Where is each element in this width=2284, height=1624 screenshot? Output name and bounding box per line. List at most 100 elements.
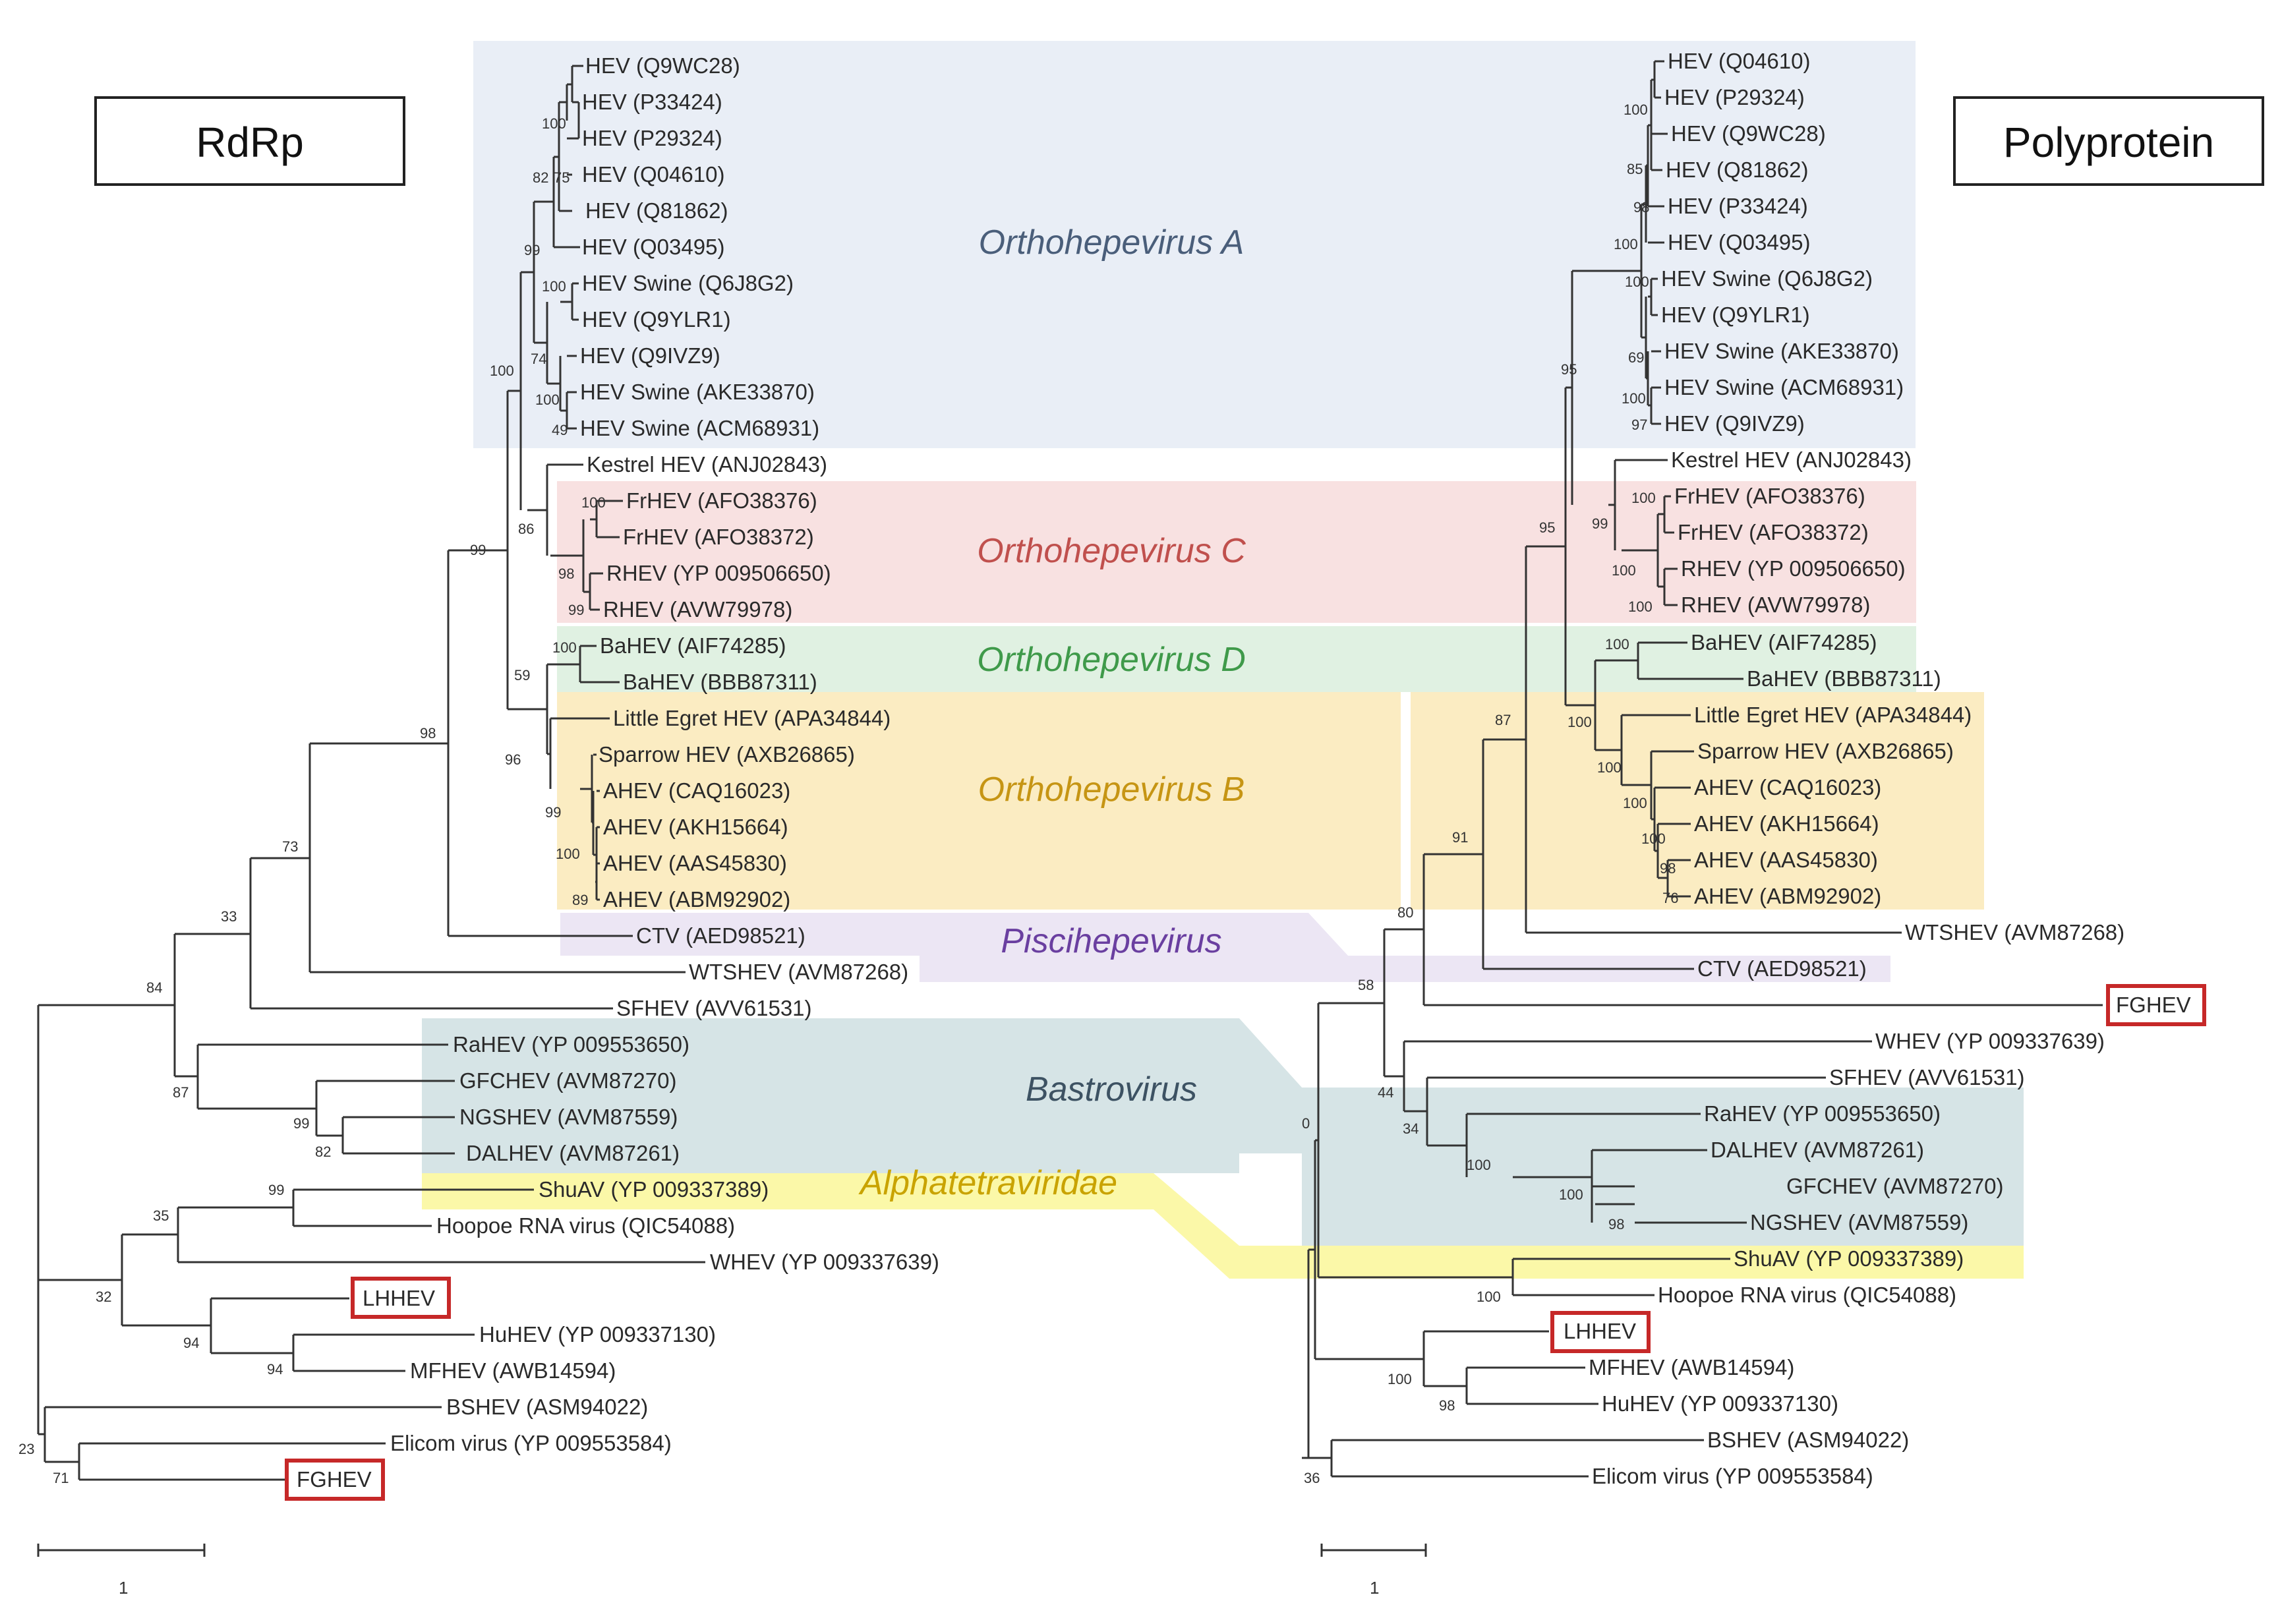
left-title-box	[94, 96, 405, 186]
bootstrap-value: 100	[535, 392, 560, 408]
branch	[177, 1188, 705, 1263]
bootstrap-value: 84	[146, 979, 162, 996]
bootstrap-value: 100	[1467, 1157, 1491, 1173]
leaf-label: WTSHEV (AVM87268)	[1905, 920, 2124, 944]
bootstrap-value: 80	[1397, 904, 1413, 921]
bootstrap-value: 89	[572, 892, 588, 908]
leaf-label: Kestrel HEV (ANJ02843)	[1671, 448, 1912, 472]
bootstrap-value: 100	[1614, 236, 1638, 252]
scale-bar-label: 1	[1370, 1578, 1379, 1598]
leaf-label: FrHEV (AFO38372)	[623, 525, 814, 549]
bootstrap-value: 98	[420, 725, 436, 741]
bootstrap-value: 73	[282, 838, 298, 855]
highlight-box-lhhev-right	[1550, 1311, 1651, 1353]
leaf-label-highlighted: FGHEV	[297, 1467, 372, 1492]
leaf-label: WHEV (YP 009337639)	[1875, 1029, 2105, 1053]
branch	[1566, 271, 1678, 606]
branch	[501, 391, 620, 901]
leaf-label: RHEV (YP 009506650)	[606, 561, 831, 585]
leaf-label: HEV (Q03495)	[1668, 230, 1810, 254]
bootstrap-value: 34	[1403, 1120, 1419, 1137]
leaf-label: BaHEV (AIF74285)	[1691, 630, 1877, 654]
leaf-label-highlighted: LHHEV	[1564, 1319, 1636, 1343]
scale-bar-label: 1	[119, 1578, 128, 1598]
leaf-label: HEV (P33424)	[1668, 194, 1808, 218]
clade-label-orthohepevirus-c: Orthohepevirus C	[977, 532, 1246, 570]
bootstrap-value: 0	[1302, 1115, 1310, 1132]
clade-label-orthohepevirus-a: Orthohepevirus A	[979, 223, 1244, 262]
leaf-label: FrHEV (AFO38372)	[1678, 520, 1869, 544]
leaf-label: RaHEV (YP 009553650)	[1704, 1101, 1941, 1126]
leaf-label: GFCHEV (AVM87270)	[1786, 1174, 2003, 1198]
band-piscihepevirus	[560, 913, 1890, 982]
leaf-label: HEV Swine (Q6J8G2)	[582, 271, 794, 295]
bootstrap-value: 76	[1662, 890, 1678, 906]
right-title-text: Polyprotein	[2003, 119, 2214, 166]
bootstrap-value: 100	[542, 278, 566, 295]
bootstrap-value: 36	[1304, 1470, 1320, 1486]
leaf-label: Hoopoe RNA virus (QIC54088)	[1658, 1283, 1956, 1307]
bootstrap-value: 82	[315, 1144, 331, 1160]
bootstrap-value: 99	[268, 1182, 284, 1198]
bootstrap-value: 95	[1561, 361, 1577, 378]
bootstrap-value: 99	[545, 804, 561, 821]
leaf-label: NGSHEV (AVM87559)	[1750, 1210, 1968, 1234]
band-alphatetraviridae	[422, 1173, 2024, 1279]
leaf-label: SFHEV (AVV61531)	[1829, 1065, 2025, 1089]
bootstrap-value: 23	[18, 1441, 34, 1457]
bootstrap-value: 100	[1623, 795, 1647, 811]
bootstrap-value: 100	[1622, 390, 1646, 407]
branch	[1308, 1140, 1598, 1405]
bootstrap-value: 100	[1597, 759, 1622, 776]
leaf-label: AHEV (CAQ16023)	[1694, 775, 1881, 799]
leaf-label: Elicom virus (YP 009553584)	[1592, 1464, 1873, 1488]
leaf-label: ShuAV (YP 009337389)	[539, 1177, 769, 1202]
scale-bar-line	[1320, 1544, 1427, 1557]
bootstrap-value: 99	[568, 602, 584, 618]
leaf-label: HEV (P29324)	[1664, 85, 1805, 109]
leaf-label: CTV (AED98521)	[1697, 956, 1867, 981]
clade-labels: Orthohepevirus A Orthohepevirus C Orthoh…	[858, 223, 1246, 1202]
bootstrap-value: 100	[1641, 830, 1666, 847]
leaf-label: HEV Swine (AKE33870)	[580, 380, 815, 404]
branch	[1384, 546, 2103, 1006]
right-tree-bootstrap: 100 85 98 100 100 69 100 97 95 99 100 10…	[1302, 102, 1678, 1486]
leaf-label: HEV Swine (ACM68931)	[580, 416, 819, 440]
highlight-box-lhhev-left	[351, 1277, 451, 1319]
leaf-label: BaHEV (BBB87311)	[1747, 666, 1941, 691]
leaf-label: HEV Swine (ACM68931)	[1664, 375, 1904, 399]
leaf-label: ShuAV (YP 009337389)	[1734, 1246, 1964, 1271]
leaf-label: NGSHEV (AVM87559)	[459, 1105, 678, 1129]
leaf-label: HEV (Q81862)	[1666, 158, 1808, 182]
clade-label-alphatetraviridae: Alphatetraviridae	[858, 1164, 1117, 1202]
right-title-box	[1953, 96, 2264, 186]
bootstrap-value: 44	[1378, 1084, 1393, 1101]
leaf-label: HuHEV (YP 009337130)	[1602, 1391, 1838, 1416]
leaf-label: FrHEV (AFO38376)	[1674, 484, 1865, 508]
leaf-label: RaHEV (YP 009553650)	[453, 1032, 689, 1057]
branch	[1572, 60, 1668, 425]
bootstrap-value: 94	[183, 1335, 199, 1351]
bootstrap-value: 82	[533, 169, 548, 186]
band-orthohepevirus-d	[557, 626, 1916, 692]
leaf-label: HEV Swine (Q6J8G2)	[1661, 266, 1873, 291]
bootstrap-value: 59	[514, 667, 530, 683]
leaf-label: DALHEV (AVM87261)	[1711, 1138, 1924, 1162]
right-tree-branches	[1302, 60, 2103, 1478]
bootstrap-value: 97	[1631, 417, 1647, 433]
bootstrap-value: 100	[1624, 102, 1648, 118]
bootstrap-value: 100	[1628, 598, 1653, 615]
clade-label-orthohepevirus-d: Orthohepevirus D	[977, 641, 1246, 679]
bootstrap-value: 98	[1633, 199, 1649, 216]
bootstrap-value: 100	[1567, 714, 1592, 730]
bootstrap-value: 71	[53, 1470, 69, 1486]
branch	[173, 933, 455, 1155]
leaf-label: HEV (P33424)	[582, 90, 722, 114]
leaf-label: AHEV (AKH15664)	[1694, 811, 1879, 836]
leaf-label: Elicom virus (YP 009553584)	[390, 1431, 672, 1455]
clade-bands	[422, 41, 2024, 1279]
leaf-label: WHEV (YP 009337639)	[710, 1250, 939, 1274]
band-orthohepevirus-c	[557, 481, 1916, 623]
leaf-label: RHEV (AVW79978)	[1681, 593, 1870, 617]
